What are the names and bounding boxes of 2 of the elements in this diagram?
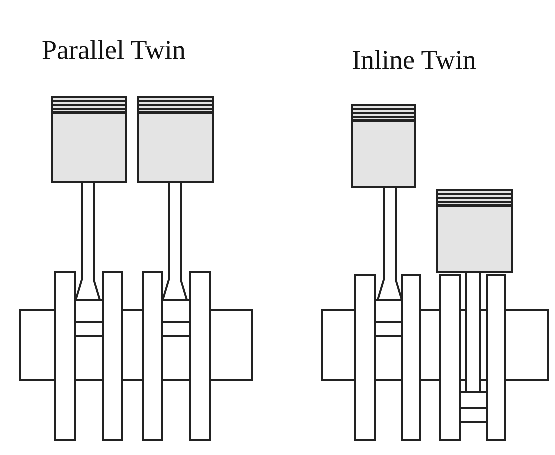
engine-type-label: Parallel Twin — [42, 35, 186, 66]
engine-type-label: Inline Twin — [352, 45, 476, 76]
